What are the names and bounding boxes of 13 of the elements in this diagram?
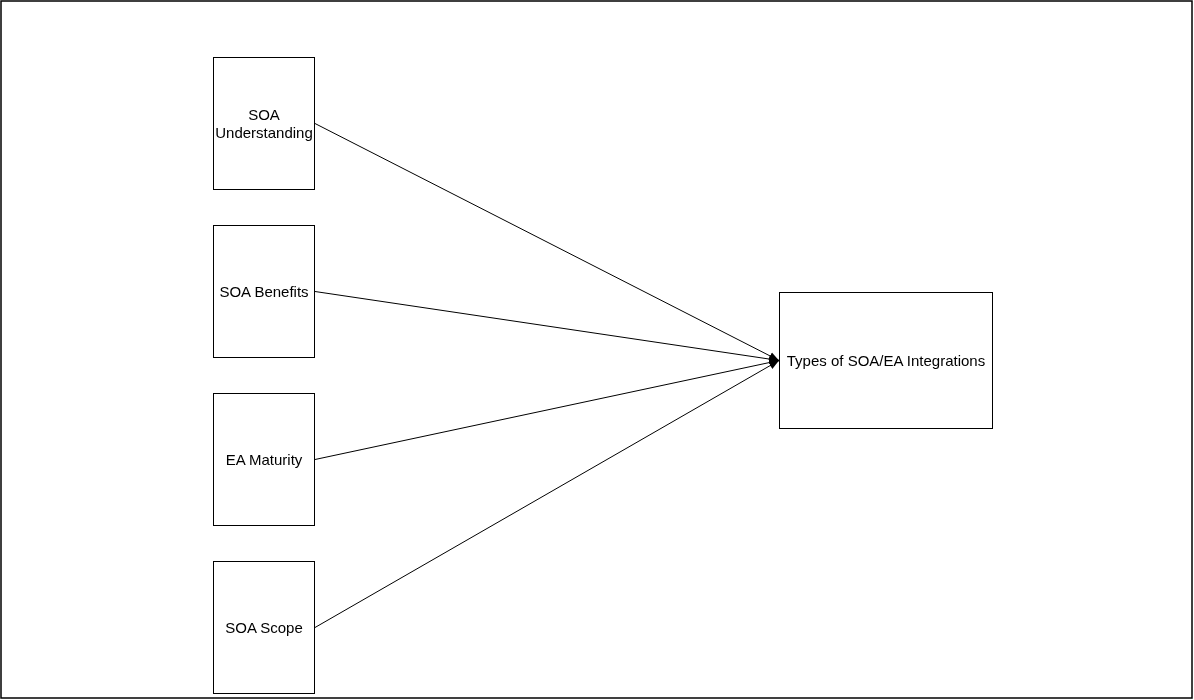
arrow — [314, 123, 780, 361]
node-label: SOA Benefits — [219, 282, 309, 301]
factor-box — [779, 292, 993, 429]
factor-box — [213, 393, 315, 526]
node-label: Types of SOA/EA Integrations — [786, 351, 986, 370]
factor-box — [213, 57, 315, 190]
factor-box — [213, 225, 315, 358]
factor-box — [213, 561, 315, 694]
node-label: SOA Scope — [225, 618, 303, 637]
arrow — [314, 360, 780, 628]
node-label: EA Maturity — [225, 450, 303, 469]
arrow — [314, 291, 780, 363]
node-label: SOA Understanding — [214, 105, 314, 142]
